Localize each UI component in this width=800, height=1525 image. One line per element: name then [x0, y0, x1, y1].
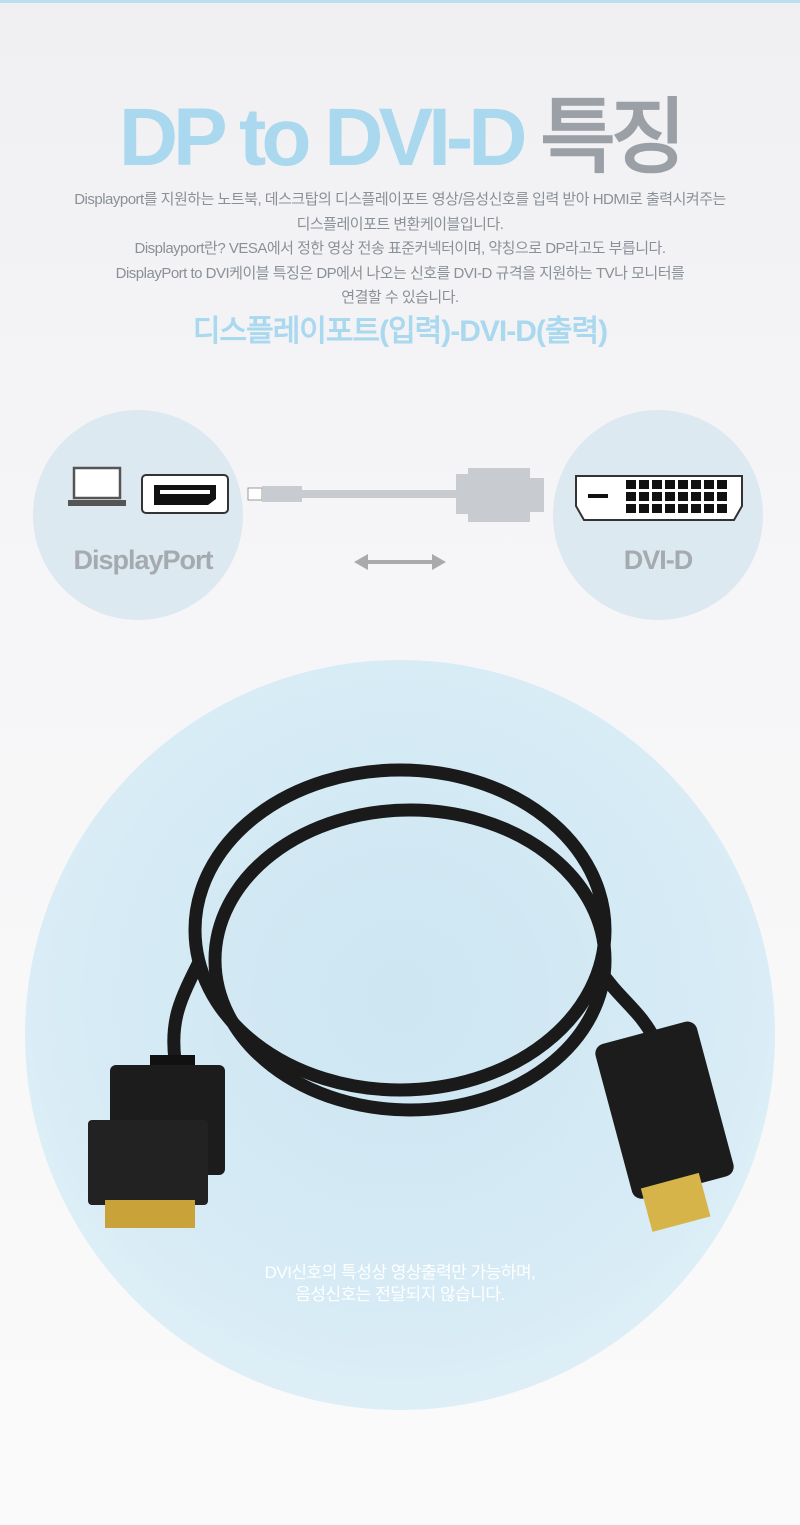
- description: Displayport를 지원하는 노트북, 데스크탑의 디스플레이포트 영상/…: [0, 188, 800, 311]
- displayport-connector-icon: [595, 1021, 734, 1232]
- dvi-pin: [652, 480, 662, 489]
- dvi-pin: [717, 492, 727, 501]
- dvi-pin: [639, 492, 649, 501]
- dvi-pin: [704, 480, 714, 489]
- dvi-pin: [665, 504, 675, 513]
- dvi-pin: [639, 504, 649, 513]
- description-line: DisplayPort to DVI케이블 특징은 DP에서 나오는 신호를 D…: [115, 264, 685, 282]
- displayport-circle: [33, 410, 243, 620]
- double-arrow-icon: [354, 554, 446, 570]
- dvi-pin: [626, 480, 636, 489]
- connection-diagram: [68, 466, 743, 570]
- dvi-pin: [626, 504, 636, 513]
- audio-notice: DVI신호의 특성상 영상출력만 가능하며, 음성신호는 전달되지 않습니다.: [0, 1262, 800, 1306]
- dvi-port-icon: [575, 475, 743, 521]
- description-line: 연결할 수 있습니다.: [341, 289, 459, 306]
- laptop-icon: [68, 466, 126, 506]
- dvi-pin: [665, 492, 675, 501]
- dvi-pin: [626, 492, 636, 501]
- notice-line: 음성신호는 전달되지 않습니다.: [295, 1285, 505, 1304]
- dvi-connector-icon: [88, 1055, 225, 1228]
- dvi-pin: [691, 492, 701, 501]
- notice-line: DVI신호의 특성상 영상출력만 가능하며,: [264, 1263, 536, 1282]
- top-accent-line: [0, 0, 800, 3]
- dvi-pin: [678, 492, 688, 501]
- dvi-pin: [652, 492, 662, 501]
- dvi-pin: [691, 480, 701, 489]
- description-line: Displayport를 지원하는 노트북, 데스크탑의 디스플레이포트 영상/…: [74, 191, 726, 208]
- cable-icon: [247, 468, 544, 522]
- dvi-pin: [678, 480, 688, 489]
- description-line: Displayport란? VESA에서 정한 영상 전송 표준커넥터이며, 약…: [134, 240, 666, 257]
- title-secondary: 특징: [540, 92, 686, 183]
- dvi-pin: [717, 504, 727, 513]
- subtitle: 디스플레이포트(입력)-DVI-D(출력): [192, 315, 608, 348]
- description-line: 디스플레이포트 변환케이블입니다.: [296, 215, 504, 233]
- title-primary: DP to DVI-D: [118, 92, 528, 183]
- dvi-pin: [652, 504, 662, 513]
- dvi-pin: [717, 480, 727, 489]
- dvi-pin: [704, 492, 714, 501]
- dvi-pin: [678, 504, 688, 513]
- dvi-pin: [639, 480, 649, 489]
- displayport-label: DisplayPort: [73, 545, 213, 575]
- dvi-pin: [691, 504, 701, 513]
- displayport-port-icon: [141, 474, 229, 514]
- dvi-label: DVI-D: [623, 545, 694, 575]
- dvi-pin: [704, 504, 714, 513]
- page-title: DP to DVI-D 특징: [0, 88, 800, 188]
- dvi-pin: [665, 480, 675, 489]
